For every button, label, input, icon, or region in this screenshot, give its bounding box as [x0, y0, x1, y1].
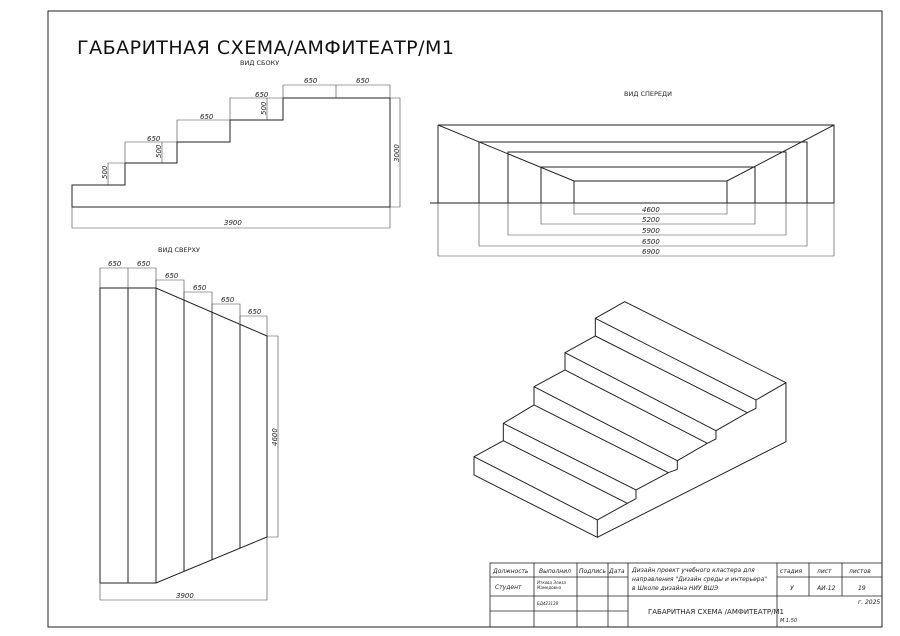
header-sheet: лист: [816, 568, 832, 575]
front-view-label: ВИД СПЕРЕДИ: [624, 90, 672, 98]
front-outline: [430, 124, 835, 204]
side-dim-riser-1: 500: [101, 165, 109, 179]
side-dim-length: 3900: [224, 219, 242, 227]
front-dim-6500: 6500: [642, 238, 660, 246]
top-outline: [99, 287, 268, 584]
sheet-value: АИ-12: [816, 585, 836, 592]
front-dim-5900: 5900: [642, 227, 660, 235]
front-dim-4600: 4600: [642, 206, 660, 214]
title-block: Должность Выполнил Подпись Дата стадия л…: [489, 562, 883, 628]
author-line1: Иткова Элиза: [537, 580, 566, 585]
top-dim-lines: [99, 267, 279, 601]
scale: М 1:50: [780, 618, 797, 624]
student-id: БД423138: [537, 601, 559, 606]
top-view: ВИД СВЕРХУ 650 650 650 650 650 650 4600 …: [99, 246, 279, 601]
front-dim-6900: 6900: [642, 248, 660, 256]
author-line2: Мамедовна: [537, 585, 562, 590]
side-dim-tread-3: 650: [200, 113, 214, 121]
side-dim-riser-2: 500: [155, 144, 163, 158]
front-dim-lines: [437, 203, 835, 257]
top-dim-length: 3900: [176, 592, 194, 600]
header-signature: Подпись: [579, 568, 606, 575]
drawing-title: ГАБАРИТНАЯ СХЕМА /АМФИТЕАТР/М1: [648, 608, 784, 616]
side-dim-riser-4: 500: [260, 101, 268, 115]
top-dim-1: 650: [108, 260, 122, 268]
sheet-frame: [47, 10, 883, 628]
top-dim-2: 650: [137, 260, 151, 268]
isometric-view: [473, 301, 787, 538]
sheets-value: 19: [858, 585, 866, 592]
front-dim-5200: 5200: [642, 216, 660, 224]
position-value: Студент: [495, 584, 522, 591]
side-dim-top-2: 650: [356, 77, 370, 85]
sheet-title: ГАБАРИТНАЯ СХЕМА/АМФИТЕАТР/М1: [77, 37, 455, 59]
top-dim-3: 650: [165, 272, 179, 280]
side-profile: [71, 97, 391, 208]
header-position: Должность: [492, 568, 529, 575]
side-dim-lines: [71, 84, 401, 229]
front-view: ВИД СПЕРЕДИ 4600 5200 5900 6500 6900: [430, 90, 835, 257]
side-dim-height: 3000: [393, 144, 401, 162]
side-dim-tread-2: 650: [147, 135, 161, 143]
side-view-label: ВИД СБОКУ: [240, 59, 279, 67]
top-dim-width: 4600: [271, 428, 279, 446]
header-sheets: листов: [848, 568, 871, 575]
side-dim-top-1: 650: [304, 77, 318, 85]
top-view-label: ВИД СВЕРХУ: [158, 246, 200, 254]
top-dim-5: 650: [221, 296, 235, 304]
project-line2: направления "Дизайн среды и интерьера": [632, 576, 767, 583]
year: г. 2025: [858, 599, 880, 606]
header-date: Дата: [608, 568, 625, 575]
side-view: ВИД СБОКУ 650 650 650 500 650 650 500 50…: [71, 59, 401, 229]
project-line1: Дизайн проект учебного кластера для: [631, 567, 755, 574]
header-stage: стадия: [780, 568, 803, 575]
side-dim-tread-4: 650: [255, 91, 269, 99]
project-line3: в Школе дизайна НИУ ВШЭ: [632, 585, 719, 592]
stage-value: У: [790, 585, 794, 592]
top-dim-4: 650: [193, 284, 207, 292]
header-performed: Выполнил: [539, 568, 571, 575]
top-dim-6: 650: [248, 308, 262, 316]
